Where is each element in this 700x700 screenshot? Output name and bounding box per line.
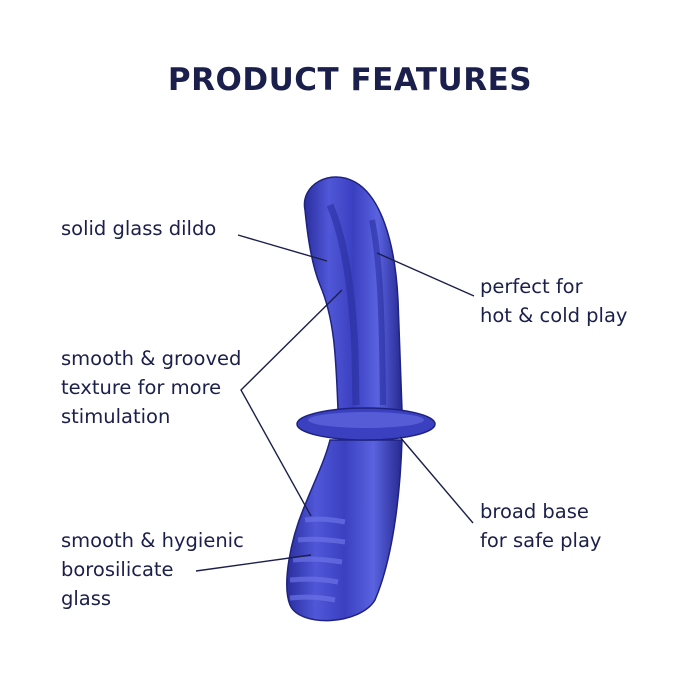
lower-handle <box>286 439 403 622</box>
leader-lines <box>195 234 475 572</box>
page-title: PRODUCT FEATURES <box>167 62 533 98</box>
feature-grooved: smooth & grooved texture for more stimul… <box>61 347 242 428</box>
feature-hot-cold: perfect for hot & cold play <box>480 275 628 327</box>
feature-hygienic: smooth & hygienic borosilicate glass <box>61 529 244 610</box>
feature-solid-glass: solid glass dildo <box>61 217 217 240</box>
feature-broad-base: broad base for safe play <box>480 500 602 552</box>
